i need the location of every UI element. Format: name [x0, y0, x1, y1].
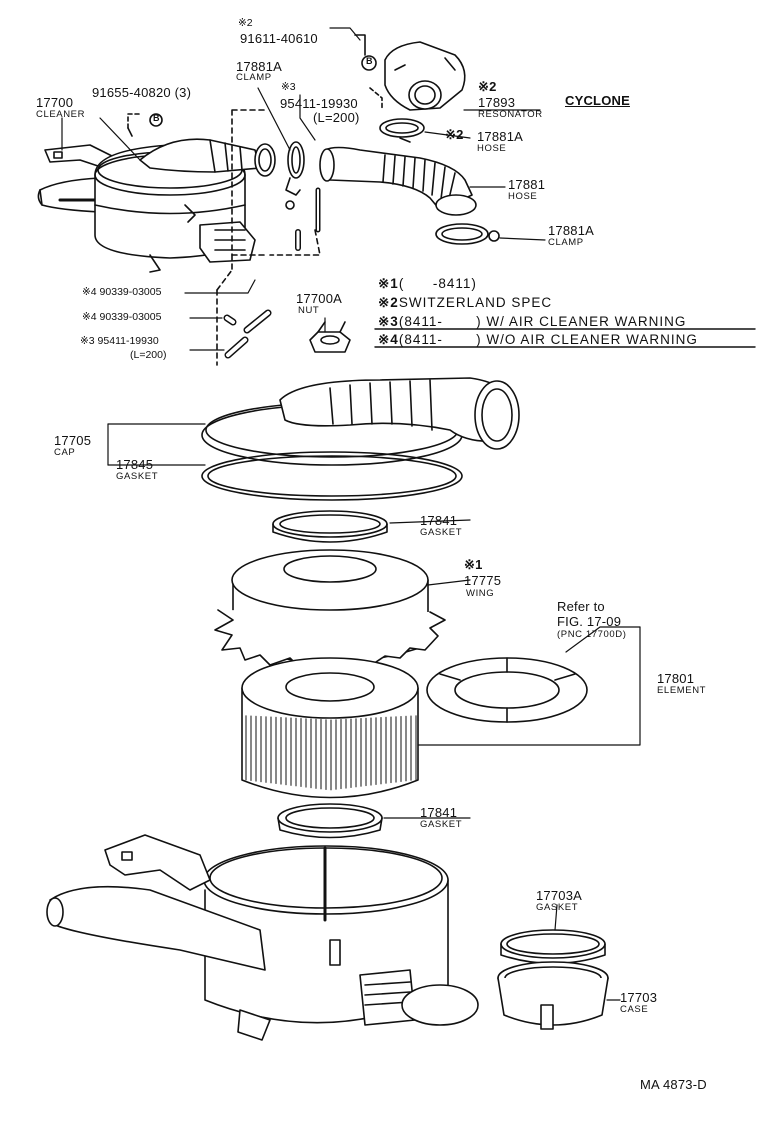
part-name: CLAMP — [236, 72, 272, 83]
part-number: ※4 90339-03005 — [82, 311, 162, 323]
part-name: HOSE — [477, 143, 507, 154]
part-number: 91655-40820 (3) — [92, 85, 192, 100]
note-text: SWITZERLAND SPEC — [398, 295, 553, 310]
leader-lines — [61, 27, 641, 1001]
gasket-top-drawing — [272, 510, 388, 543]
part-name: WING — [466, 588, 495, 599]
part-number: 17705 — [54, 433, 92, 448]
callout-letter-b: B — [153, 113, 160, 123]
note-mark: ※1 — [378, 276, 399, 291]
part-number: 17700 — [36, 95, 74, 110]
part-name: CASE — [620, 1004, 649, 1015]
note-mark: ※4 — [378, 332, 399, 347]
part-number: 17881A — [236, 59, 283, 74]
part-number: 17845 — [116, 457, 154, 472]
part-number: 17881 — [508, 177, 546, 192]
part-number: ※4 90339-03005 — [82, 286, 162, 298]
part-number: 17703 — [620, 990, 658, 1005]
part-number: 17841 — [420, 805, 458, 820]
callout-letter-b: B — [366, 56, 373, 66]
part-name: GASKET — [420, 819, 463, 830]
part-name: GASKET — [116, 471, 159, 482]
resonator-hose-drawing — [319, 34, 500, 245]
part-name: CLEANER — [36, 109, 86, 120]
wing-drawing — [214, 549, 446, 671]
refer-line-2: FIG. 17-09 — [557, 614, 622, 629]
diagram-title: CYCLONE — [565, 93, 630, 108]
part-mark: ※1 — [464, 557, 483, 572]
part-mark: ※2 — [238, 17, 253, 29]
refer-line-3: (PNC 17700D) — [557, 629, 627, 640]
part-length: (L=200) — [313, 110, 360, 125]
part-name: ELEMENT — [657, 685, 707, 696]
part-number: 17775 — [464, 573, 502, 588]
part-number: 17801 — [657, 671, 695, 686]
small-case-drawing — [497, 929, 609, 1030]
figure-code: MA 4873-D — [640, 1077, 707, 1092]
note-mark: ※2 — [378, 295, 399, 310]
note-4: ※4(8411- ) W/O AIR CLEANER WARNING — [378, 333, 698, 347]
part-number: ※3 95411-19930 — [80, 335, 159, 347]
gasket-bottom-drawing — [277, 803, 383, 839]
part-number: 17893 — [478, 95, 516, 110]
part-number: 95411-19930 — [280, 96, 358, 111]
part-name: CAP — [54, 447, 76, 458]
note-mark: ※3 — [378, 314, 399, 329]
refer-line-1: Refer to — [557, 599, 605, 614]
case-drawing — [46, 834, 479, 1041]
part-length: (L=200) — [130, 349, 167, 361]
part-number: 17841 — [420, 513, 458, 528]
part-mark: ※2 — [478, 79, 497, 94]
part-name: NUT — [298, 305, 320, 316]
part-number: 17881A — [477, 129, 524, 144]
element-drawing — [241, 657, 588, 799]
clamp-and-pins-drawing — [223, 141, 321, 359]
part-number: 17881A — [548, 223, 595, 238]
note-text: ( -8411) — [398, 276, 477, 291]
wing-nut-drawing — [309, 321, 351, 353]
part-name: GASKET — [536, 902, 579, 913]
note-text: (8411- ) W/O AIR CLEANER WARNING — [398, 332, 698, 347]
part-mark: ※3 — [281, 81, 296, 93]
part-name: RESONATOR — [478, 109, 543, 120]
part-number: 17703A — [536, 888, 583, 903]
assembled-cleaner-drawing — [37, 109, 321, 366]
cap-drawing — [201, 377, 520, 501]
note-text: (8411- ) W/ AIR CLEANER WARNING — [398, 314, 687, 329]
part-name: CLAMP — [548, 237, 584, 248]
part-name: GASKET — [420, 527, 463, 538]
part-name: HOSE — [508, 191, 538, 202]
part-number: 91611-40610 — [240, 31, 318, 46]
note-2: ※2SWITZERLAND SPEC — [378, 296, 552, 310]
part-number: 17700A — [296, 291, 343, 306]
note-3: ※3(8411- ) W/ AIR CLEANER WARNING — [378, 315, 686, 329]
part-mark: ※2 — [445, 127, 464, 142]
note-1: ※1( -8411) — [378, 277, 477, 291]
